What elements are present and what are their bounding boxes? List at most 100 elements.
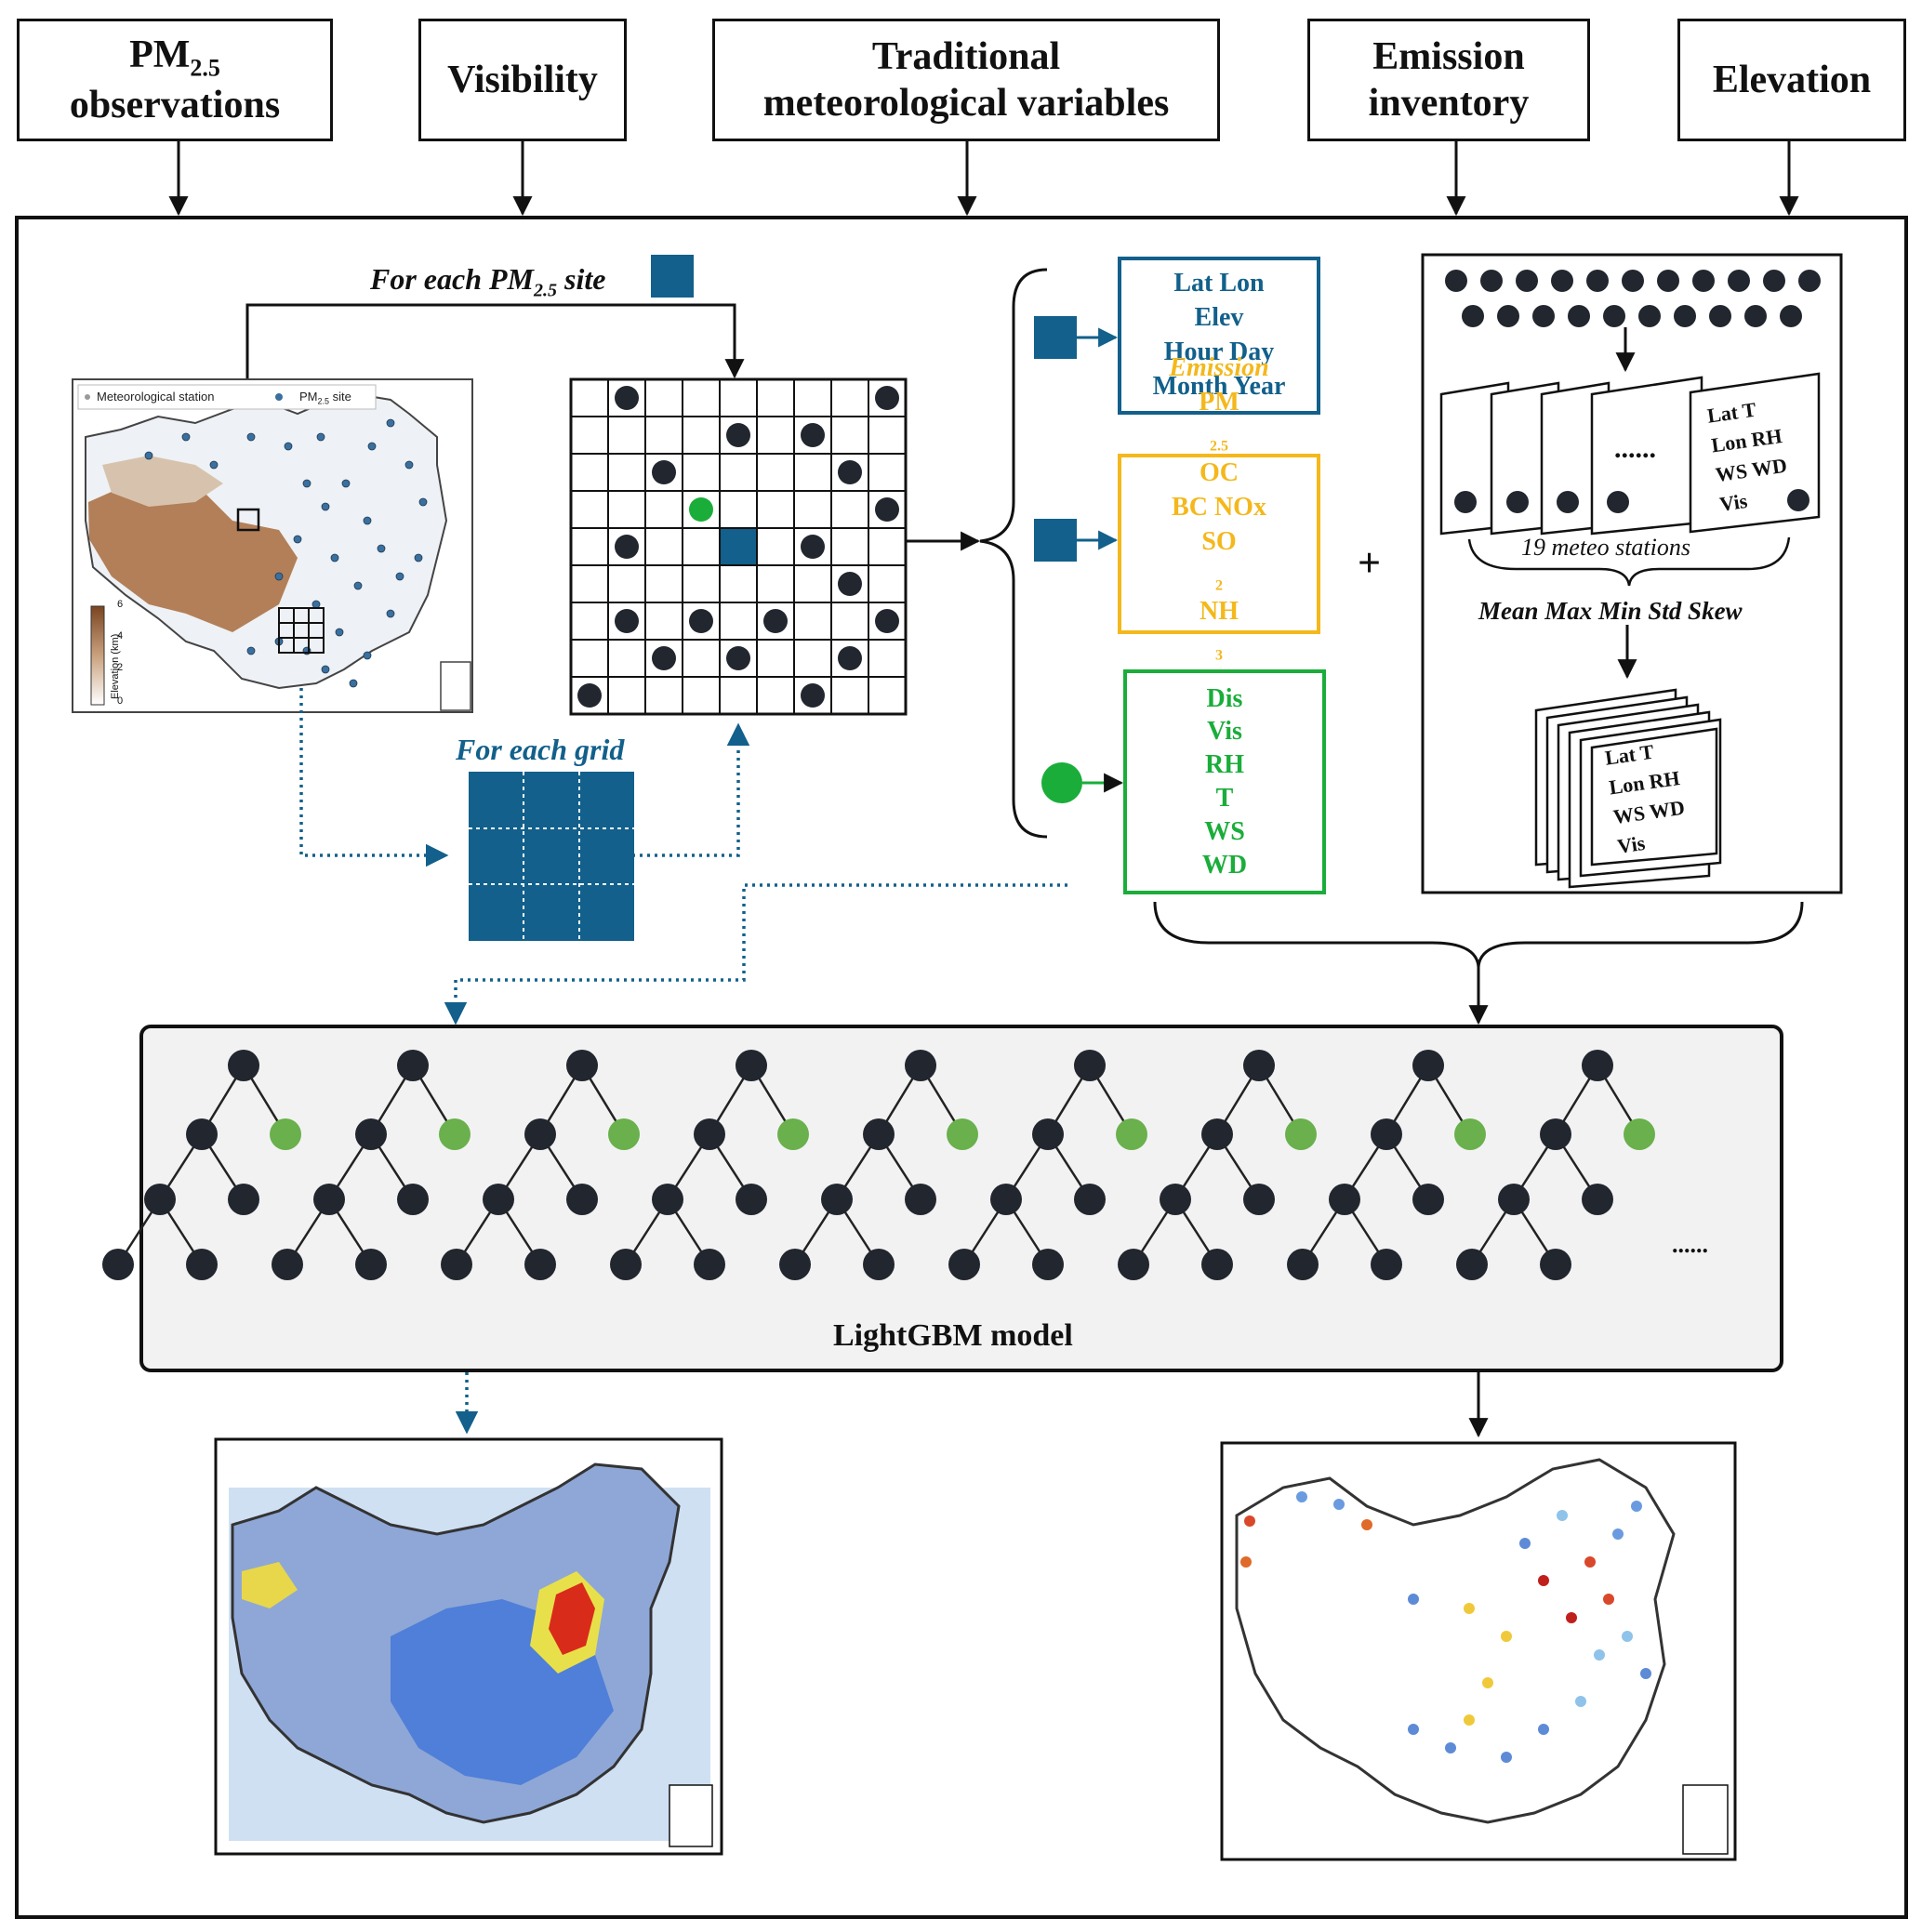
tree-root-node xyxy=(736,1050,767,1081)
tree-root-node xyxy=(1243,1050,1275,1081)
tree-leaf-node xyxy=(186,1249,218,1280)
feature-site-marker xyxy=(1034,316,1077,359)
tree-leaf-node xyxy=(1074,1184,1106,1215)
feature-rh: RH xyxy=(1205,750,1244,780)
feature-bc-nox: BC NOx xyxy=(1172,492,1266,522)
tree-leaf-node xyxy=(439,1118,471,1150)
tree-split-node xyxy=(652,1184,683,1215)
colorbar-tick-2: 2 xyxy=(117,662,124,673)
tree-split-node xyxy=(483,1184,514,1215)
input-elevation: Elevation xyxy=(1677,19,1906,141)
tree-leaf-node xyxy=(1412,1184,1444,1215)
features-site-box: Lat Lon Elev Hour Day Month Year xyxy=(1118,257,1320,415)
site-grid xyxy=(569,377,908,716)
input-visibility: Visibility xyxy=(418,19,627,141)
tree-leaf-node xyxy=(694,1249,725,1280)
feature-emission-marker xyxy=(1034,519,1077,562)
tree-split-node xyxy=(524,1118,556,1150)
feature-hour-day: Hour Day xyxy=(1163,337,1275,366)
tree-leaf-node xyxy=(905,1184,936,1215)
tree-leaf-node xyxy=(947,1118,978,1150)
features-emission-box: Emission PM2.5 OC BC NOx SO2 NH3 NO2 xyxy=(1118,353,1320,734)
plus-sign: + xyxy=(1358,540,1382,586)
grid-caption: For each grid xyxy=(456,733,625,766)
colorbar-tick-4: 4 xyxy=(117,630,124,642)
elevation-map xyxy=(72,378,473,713)
tree-leaf-node xyxy=(441,1249,472,1280)
colorbar-tick-6: 6 xyxy=(117,599,124,610)
tree-root-node xyxy=(1074,1050,1106,1081)
feature-ws: WS xyxy=(1204,816,1245,846)
colorbar-tick-0: 0 xyxy=(117,695,124,707)
feature-lat-lon: Lat Lon xyxy=(1173,269,1265,298)
tree-leaf-node xyxy=(1116,1118,1147,1150)
tree-root-node xyxy=(397,1050,429,1081)
grid-block xyxy=(469,772,634,941)
tree-split-node xyxy=(694,1118,725,1150)
tree-split-node xyxy=(821,1184,853,1215)
input-arrows xyxy=(168,141,1799,217)
tree-leaf-node xyxy=(1032,1249,1064,1280)
tree-leaf-node xyxy=(566,1184,598,1215)
tree-root-node xyxy=(566,1050,598,1081)
tree-leaf-node xyxy=(355,1249,387,1280)
grid-target-site xyxy=(721,529,756,564)
model-more-trees: ...... xyxy=(1672,1231,1708,1258)
result-cards xyxy=(1534,688,1722,889)
tree-leaf-node xyxy=(397,1184,429,1215)
tree-leaf-node xyxy=(1582,1184,1613,1215)
feature-wd: WD xyxy=(1201,850,1248,880)
grid-nearest-station xyxy=(689,497,713,522)
feature-dis: Dis xyxy=(1206,683,1243,713)
tree-leaf-node xyxy=(524,1249,556,1280)
tree-leaf-node xyxy=(1201,1249,1233,1280)
station-count-label: 19 meteo stations xyxy=(1521,534,1690,561)
tree-root-node xyxy=(905,1050,936,1081)
tree-leaf-node xyxy=(1285,1118,1317,1150)
tree-split-node xyxy=(1498,1184,1530,1215)
tree-leaf-node xyxy=(610,1249,642,1280)
tree-leaf-node xyxy=(1456,1249,1488,1280)
tree-root-node xyxy=(1412,1050,1444,1081)
output-map-stations xyxy=(1220,1441,1737,1861)
tree-leaf-node xyxy=(1454,1118,1486,1150)
tree-split-node xyxy=(1371,1118,1402,1150)
tree-split-node xyxy=(313,1184,345,1215)
features-meteo-box: Dis Vis RH T WS WD xyxy=(1123,669,1326,894)
tree-leaf-node xyxy=(1118,1249,1149,1280)
tree-split-node xyxy=(990,1184,1022,1215)
elevation-colorbar xyxy=(90,605,105,706)
feature-emission-title: Emission xyxy=(1169,353,1269,383)
station-ellipsis: ...... xyxy=(1614,433,1656,464)
tree-leaf-node xyxy=(608,1118,640,1150)
tree-leaf-node xyxy=(777,1118,809,1150)
plateau-shading xyxy=(88,474,298,632)
tree-root-node xyxy=(1582,1050,1613,1081)
tree-leaf-node xyxy=(270,1118,301,1150)
grid-meteo-stations xyxy=(577,386,899,708)
tree-leaf-node xyxy=(948,1249,980,1280)
tree-split-node xyxy=(186,1118,218,1150)
station-panel xyxy=(1421,253,1843,894)
gbdt-trees xyxy=(102,1050,1655,1280)
feature-elev: Elev xyxy=(1194,303,1244,333)
tree-leaf-node xyxy=(863,1249,895,1280)
map-grid-overlay xyxy=(278,607,325,654)
model-label: LightGBM model xyxy=(833,1318,1073,1353)
statistics-label: Mean Max Min Std Skew xyxy=(1478,597,1743,625)
station-dots xyxy=(1445,270,1821,327)
tree-split-node xyxy=(863,1118,895,1150)
feature-meteo-marker xyxy=(1041,762,1082,803)
tree-leaf-node xyxy=(736,1184,767,1215)
tree-leaf-node xyxy=(1540,1249,1571,1280)
pm25-site-dots xyxy=(144,418,428,688)
tree-leaf-node xyxy=(779,1249,811,1280)
site-square-indicator xyxy=(651,255,694,298)
feature-brace xyxy=(979,268,1048,839)
tree-split-node xyxy=(1160,1184,1191,1215)
